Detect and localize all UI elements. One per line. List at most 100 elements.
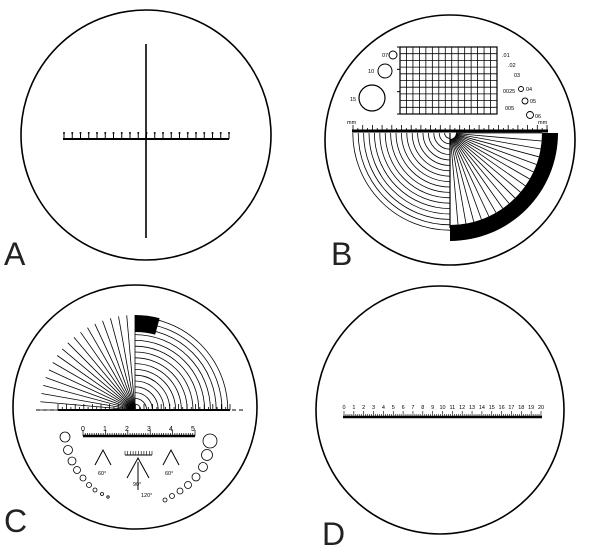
panel-c-arc [134,392,153,411]
panel-d-scale-label: 4 [382,405,385,411]
panel-a-tick-dot [79,132,82,134]
panel-c-mid-label-4: 4 [169,426,173,433]
panel-b-ray [454,135,530,180]
panel-c-arc [134,374,171,411]
panel-b-right-circle-3 [526,111,534,119]
panel-b-arc [374,132,451,209]
panel-a-tick-dot [104,132,107,134]
panel-b-circle-large [358,84,386,112]
panel-c-letter: C [4,503,27,539]
panel-c-angle-90 [126,456,150,479]
panel-c-scale-ticks [57,404,231,410]
panel-d-scale-label: 10 [439,405,445,411]
panel-a-tick-dot [137,132,140,134]
panel-c-size-circle [59,431,71,443]
panel-a-scale-ticks [63,132,230,139]
panel-c-mid-label-5: 5 [191,426,195,433]
panel-c-ray [73,336,136,411]
panel-c-ray [48,369,136,411]
panel-a-tick-dot [178,132,181,134]
panel-c-mid-label-1: 1 [103,426,107,433]
panel-c-arc [134,351,194,411]
panel-c-size-circle [106,495,110,499]
panel-a-tick-dot [120,132,123,134]
panel-b-arc [411,132,451,172]
panel-d-scale-label: 14 [479,405,485,411]
panel-c-size-circle [191,472,201,482]
panel-b-circle-label-15: 15 [350,97,356,103]
panel-b-circle-small [388,50,398,60]
panel-b-ray [455,135,534,173]
panel-b-circle-label-07: 07 [382,53,388,59]
panel-c-ray [41,393,136,411]
panel-b-arc [395,132,451,188]
panel-b-ray [455,133,542,142]
panel-a-tick-dot [87,132,90,134]
panel-c-ray [102,320,136,411]
panel-c-angle-label-4: 120° [141,493,152,499]
panel-a-tick-dot [162,132,164,134]
panel-b-circle-medium [377,63,393,79]
panel-d-scale-label: 2 [362,405,365,411]
panel-b-grid [397,46,498,115]
panel-b-arc [417,132,451,166]
panel-b-arc [379,132,451,204]
panel-b-letter: B [331,236,352,272]
panel-b-ray [453,136,516,199]
panel-b-arc [363,132,451,220]
panel-a-tick-dot [96,132,98,134]
panel-c-mid-label-3: 3 [147,426,151,433]
panel-b-ray [451,138,482,220]
panel-c-size-circle [169,493,175,499]
panel-a: A [4,9,272,272]
panel-c-size-circle [198,462,208,472]
panel-b-right-label-5: 05 [530,99,536,105]
panel-d-scale-label: 20 [538,405,544,411]
panel-b-arc [406,132,451,177]
panel-a-tick-dot [145,132,148,134]
panel-a-tick-dot [219,132,222,134]
panel-b-ray [452,137,497,213]
panel-a-tick-dot [63,132,65,134]
panel-a-tick-dot [170,132,173,134]
panel-c-ray [56,355,136,411]
panel-c-arc [134,334,211,411]
panel-c-ray [80,331,136,411]
panel-b-arc [352,132,451,231]
panel-c-mid-label-2: 2 [125,426,129,433]
panel-a-tick-dot [129,132,131,134]
panel-b-angle-rays [449,132,542,228]
panel-c-size-circle [63,445,73,455]
panel-a-tick-dot [211,132,214,134]
panel-c-ray [87,327,136,411]
panel-c-black-wedge [135,315,160,335]
panel-d-circle [315,285,565,535]
panel-c-small-scale-ticks [124,451,153,455]
panel-b-arc [422,132,451,161]
panel-d-scale-label: 0 [342,405,345,411]
panel-c-arc [134,357,188,411]
panel-c-concentric-arcs [134,316,229,411]
panel-b-arc [428,132,451,155]
panel-b-ray [450,138,459,225]
panel-d-scale-label: 19 [528,405,534,411]
panel-b-ray [453,137,510,204]
panel-d-scale-label: 16 [499,405,505,411]
panel-a-tick-dot [186,132,189,134]
panel-a-tick-dot [153,132,156,134]
panel-b-arc [357,132,451,226]
panel-b-right-label-1: .01 [502,53,510,59]
panel-b-ray [455,133,541,150]
panel-b-arc [384,132,451,199]
panel-c-arc [134,398,147,411]
panel-c-angle-60-right [162,448,180,466]
panel-c-mid-label-0: 0 [81,426,85,433]
panel-c-size-circle [86,482,92,488]
panel-c-ray [110,318,136,411]
panel-a-letter: A [4,236,26,272]
panel-c-ray [118,316,136,411]
panel-d-scale-label: 13 [469,405,475,411]
panel-b-circle-label-10: 10 [368,69,374,75]
